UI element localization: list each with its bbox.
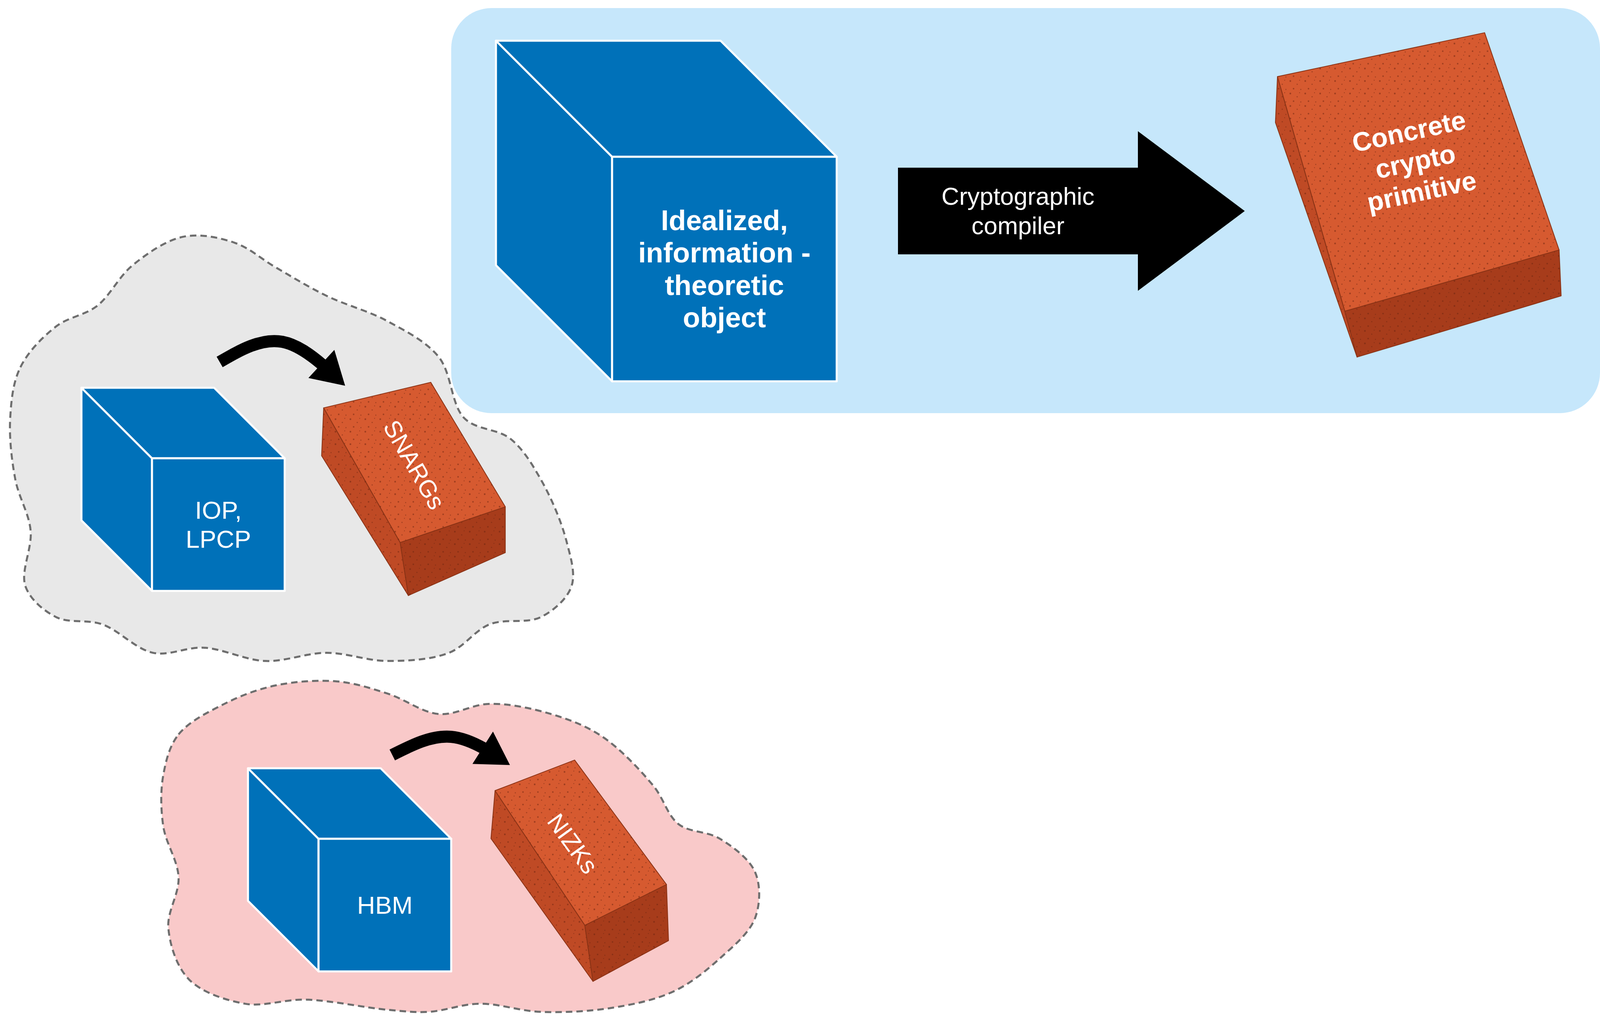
cube-label: Idealized, information -theoretic object [623,204,826,335]
cube-drawing [81,387,285,592]
cube-label: IOP, LPCP [166,495,271,554]
idealized-object-cube: HBM [247,768,452,972]
cube-top-face [81,387,285,459]
cube-top-face [247,768,452,840]
cube-top-face [495,40,837,157]
cube-drawing [247,768,452,972]
brick-texture [1277,32,1559,312]
primitive-brick: SNARGs [318,379,509,599]
curved-arrow [392,731,511,766]
compiler-label: Cryptographic compiler [910,181,1126,241]
arrow-head [308,350,346,386]
edge-label-box: Cryptographic compiler [907,180,1129,242]
cube-text: Idealized, information -theoretic object [623,204,826,335]
cube-text: IOP, LPCP [166,495,271,554]
brick-top-face [495,760,667,926]
cube-label: HBM [357,891,413,920]
curved-arrow [219,341,346,386]
compiler-arrow [897,131,1245,292]
brick-texture [495,760,667,926]
block-arrow-shape [897,131,1245,292]
brick-texture [323,382,506,543]
compiler-panel [451,8,1600,414]
cube-front-face [152,458,285,592]
curved-arrow-line [219,341,346,386]
primitive-brick: Concrete crypto primitive [1273,28,1564,360]
snarg-region [10,235,574,662]
brick-top-face [1277,32,1559,312]
nizk-region [161,681,760,1013]
arrow-head [472,731,511,766]
idealized-object-cube: Idealized, information -theoretic object [495,40,837,382]
primitive-brick: NIZKs [487,757,672,987]
cube-text: HBM [357,891,413,920]
brick-top-face [323,382,506,543]
cube-front-face [612,156,837,382]
cube-front-face [318,839,452,972]
idealized-object-cube: IOP, LPCP [81,387,285,592]
